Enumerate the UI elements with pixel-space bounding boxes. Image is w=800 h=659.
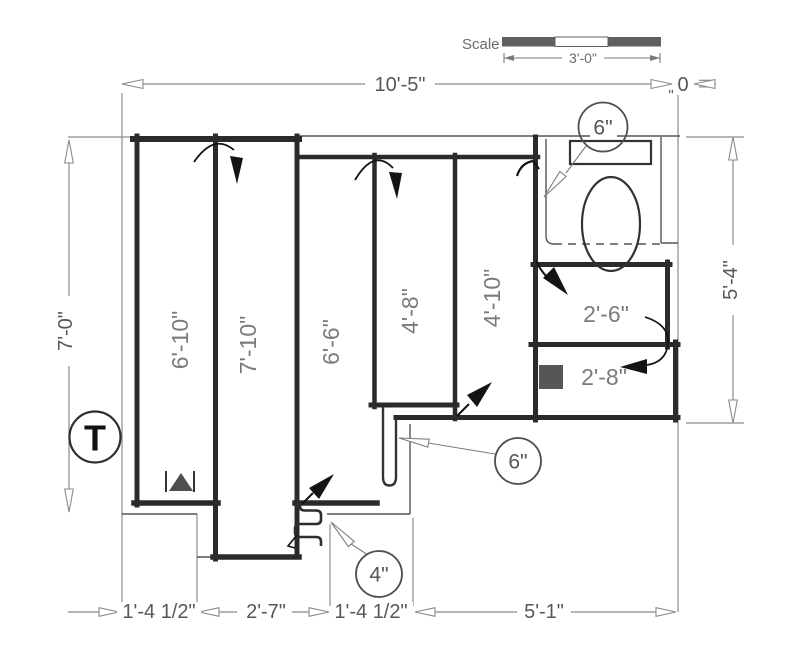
- run-label: 6'-6": [318, 319, 344, 365]
- text-mask: [721, 245, 741, 315]
- dim-arrow-icon: [728, 136, 738, 161]
- leader-arrow-icon: [543, 170, 567, 198]
- flow-tail: [456, 403, 470, 417]
- run-labels: 6'-10" 7'-10" 6'-6" 4'-8" 4'-10" 2'-6" 2…: [167, 269, 629, 390]
- flow-arrows: [193, 142, 669, 549]
- run-label: 2'-6": [583, 301, 629, 327]
- toilet-tank: [568, 139, 653, 166]
- scale-length-label: 3'-0": [569, 50, 597, 66]
- scale-bar: Scale 3'-0": [462, 36, 661, 66]
- scale-label: Scale: [462, 36, 500, 53]
- flow-arrowhead-icon: [230, 156, 243, 184]
- callout-balloons: 6" 6" 4" T: [68, 101, 629, 598]
- callout-circle: [355, 550, 403, 598]
- dim-right-label: 5'-4": [720, 260, 742, 300]
- flow-arc: [644, 316, 669, 366]
- flow-arc: [193, 142, 235, 163]
- flow-arrowhead-icon: [467, 382, 492, 407]
- leader-line: [565, 145, 587, 174]
- callout-4: 4": [369, 564, 388, 587]
- leader-arrow-icon: [398, 437, 430, 448]
- text-mask: [675, 74, 692, 95]
- dim-arrow-icon: [64, 139, 74, 164]
- dim-bottom-label: 1'-4 1/2": [122, 601, 195, 623]
- scale-segment: [608, 37, 661, 47]
- toilet-alcove-wall: [545, 139, 555, 245]
- flow-tail: [301, 492, 314, 505]
- callout-6-mid: 6": [508, 451, 527, 474]
- leader-line: [427, 442, 496, 455]
- text-mask: [562, 49, 604, 66]
- dim-zero-label: 0: [677, 74, 688, 96]
- dim-texts: 10'-5" 0 " 7'-0" 5'-4" 1'-4 1/2" 2'-7" 1…: [55, 74, 742, 623]
- flow-arrowhead-icon: [309, 474, 334, 499]
- text-mask: [590, 116, 617, 138]
- register-square: [539, 365, 563, 389]
- dim-arrow-icon: [198, 607, 220, 617]
- flex-duct-serpentine: [293, 503, 323, 546]
- dim-arrow-icon: [414, 607, 436, 617]
- text-mask: [517, 602, 571, 622]
- flow-arrowhead-icon: [620, 359, 647, 374]
- toilet-bowl: [580, 175, 642, 273]
- drain-marker: [165, 471, 195, 492]
- scale-segment: [502, 37, 555, 47]
- callout-circle: [494, 437, 542, 485]
- callout-circle: [577, 101, 629, 153]
- run-label: 7'-10": [235, 316, 261, 375]
- dim-arrow-icon: [121, 78, 144, 90]
- dim-arrow-icon: [728, 399, 738, 424]
- text-mask: [240, 602, 292, 622]
- dim-inch-mark: ": [668, 87, 673, 104]
- dim-arrow-icon: [650, 78, 673, 90]
- dim-bottom-label: 2'-7": [246, 601, 286, 623]
- walls: [130, 133, 681, 562]
- dim-left-label: 7'-0": [55, 311, 77, 351]
- dim-arrow-icon: [308, 607, 330, 617]
- scale-arrow-icon: [650, 55, 660, 61]
- dim-arrowheads: [64, 78, 738, 617]
- run-label: 4'-8": [397, 288, 423, 334]
- dim-arrow-icon: [98, 607, 120, 617]
- flow-arrowhead-icon: [543, 267, 568, 295]
- leader-arrow-icon: [330, 521, 356, 548]
- text-mask: [56, 296, 76, 366]
- dim-arrow-icon: [64, 488, 74, 513]
- duct-channel: [381, 407, 398, 487]
- text-mask: [365, 74, 435, 95]
- text-mask: [117, 602, 201, 622]
- run-label: 2'-8": [581, 364, 627, 390]
- dim-top-label: 10'-5": [375, 74, 426, 96]
- dim-bottom-label: 5'-1": [524, 601, 564, 623]
- thermostat-balloon: [68, 410, 122, 464]
- flow-arrowhead-icon: [389, 172, 402, 199]
- small-arrow-icon: [286, 534, 298, 549]
- dim-bottom-label: 1'-4 1/2": [334, 601, 407, 623]
- scale-segment: [554, 36, 609, 47]
- run-label: 4'-10": [479, 269, 505, 328]
- leaders: [330, 145, 587, 558]
- thermostat-label: T: [84, 418, 106, 459]
- text-mask: [331, 602, 413, 622]
- triangle-marker-icon: [169, 473, 193, 491]
- run-label: 6'-10": [167, 311, 193, 370]
- scale-arrow-icon: [504, 55, 514, 61]
- callout-6-top: 6": [593, 117, 612, 140]
- flow-arc: [354, 159, 394, 181]
- dim-arrow-icon: [693, 78, 716, 90]
- flow-hook: [515, 159, 540, 177]
- dim-arrow-icon: [655, 607, 677, 617]
